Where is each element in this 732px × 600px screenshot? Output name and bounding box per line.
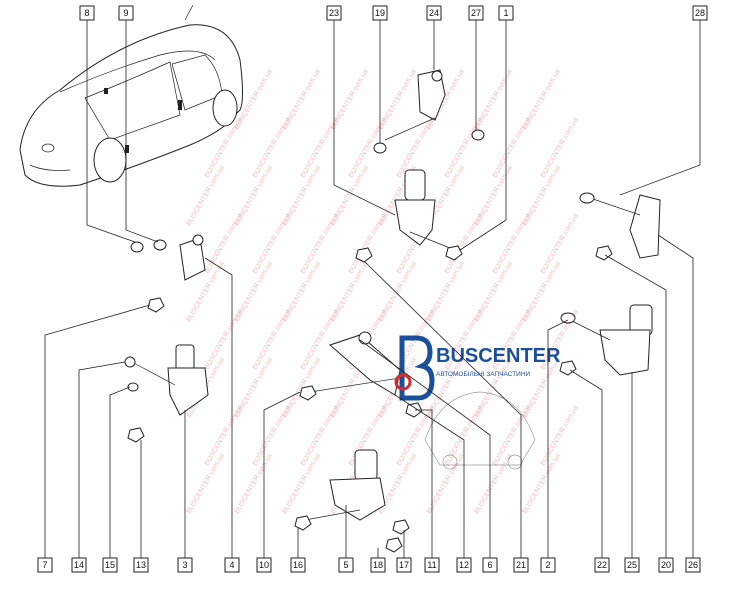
callout-24: 24 — [426, 5, 442, 21]
callout-number: 12 — [459, 560, 469, 570]
callout-7: 7 — [37, 557, 53, 573]
callout-number: 26 — [688, 560, 698, 570]
callout-number: 3 — [182, 560, 187, 570]
callout-number: 9 — [123, 8, 128, 18]
callout-number: 15 — [105, 560, 115, 570]
callout-number: 13 — [136, 560, 146, 570]
callout-23: 23 — [326, 5, 342, 21]
logo-tagline: АВТОМОБІЛЬНІ ЗАПЧАСТИНИ — [436, 371, 531, 378]
hinge-lower-center — [294, 449, 410, 553]
callout-17: 17 — [396, 557, 412, 573]
callout-1: 1 — [498, 5, 514, 21]
callout-10: 10 — [256, 557, 272, 573]
callout-number: 10 — [259, 560, 269, 570]
callout-number: 21 — [516, 560, 526, 570]
hinge-right-upper — [579, 192, 661, 261]
callout-number: 2 — [545, 560, 550, 570]
callout-number: 16 — [293, 560, 303, 570]
callout-25: 25 — [624, 557, 640, 573]
callout-15: 15 — [102, 557, 118, 573]
callout-12: 12 — [456, 557, 472, 573]
callout-number: 20 — [661, 560, 671, 570]
callout-number: 18 — [373, 560, 383, 570]
hinge-front-upper — [130, 234, 206, 313]
hinge-front-lower — [124, 344, 209, 443]
callout-number: 22 — [597, 560, 607, 570]
callout-number: 7 — [42, 560, 47, 570]
leader-lines — [44, 20, 701, 558]
callout-number: 19 — [375, 8, 385, 18]
callout-number: 11 — [427, 560, 436, 570]
callout-number: 1 — [503, 8, 508, 18]
callout-number: 4 — [229, 560, 234, 570]
buscenter-logo: BUSCENTER АВТОМОБІЛЬНІ ЗАПЧАСТИНИ — [394, 335, 561, 401]
callout-21: 21 — [513, 557, 529, 573]
callout-number: 23 — [329, 8, 339, 18]
callout-number: 17 — [399, 560, 409, 570]
car-illustration — [19, 4, 243, 187]
callout-3: 3 — [177, 557, 193, 573]
callout-number: 24 — [429, 8, 439, 18]
callout-20: 20 — [658, 557, 674, 573]
callout-number: 25 — [627, 560, 637, 570]
callout-2: 2 — [540, 557, 556, 573]
callout-number: 6 — [487, 560, 492, 570]
callout-26: 26 — [685, 557, 701, 573]
callout-9: 9 — [118, 5, 134, 21]
callout-8: 8 — [79, 5, 95, 21]
callout-13: 13 — [133, 557, 149, 573]
hinge-right-lower — [559, 304, 653, 376]
callout-6: 6 — [482, 557, 498, 573]
callout-27: 27 — [468, 5, 484, 21]
callout-18: 18 — [370, 557, 386, 573]
callout-11: 11 — [424, 557, 440, 573]
callout-14: 14 — [71, 557, 87, 573]
logo-van-sketch — [424, 391, 536, 470]
hinge-center — [299, 331, 423, 418]
logo-brand-text: BUSCENTER — [436, 345, 561, 367]
callout-number: 28 — [695, 8, 705, 18]
callout-number: 5 — [343, 560, 348, 570]
callout-22: 22 — [594, 557, 610, 573]
callout-4: 4 — [224, 557, 240, 573]
callout-number: 27 — [471, 8, 481, 18]
callout-28: 28 — [692, 5, 708, 21]
hinge-middle-upper — [355, 169, 463, 263]
callout-5: 5 — [338, 557, 354, 573]
callout-16: 16 — [290, 557, 306, 573]
callout-19: 19 — [372, 5, 388, 21]
callout-number: 14 — [74, 560, 84, 570]
callout-number: 8 — [84, 8, 89, 18]
